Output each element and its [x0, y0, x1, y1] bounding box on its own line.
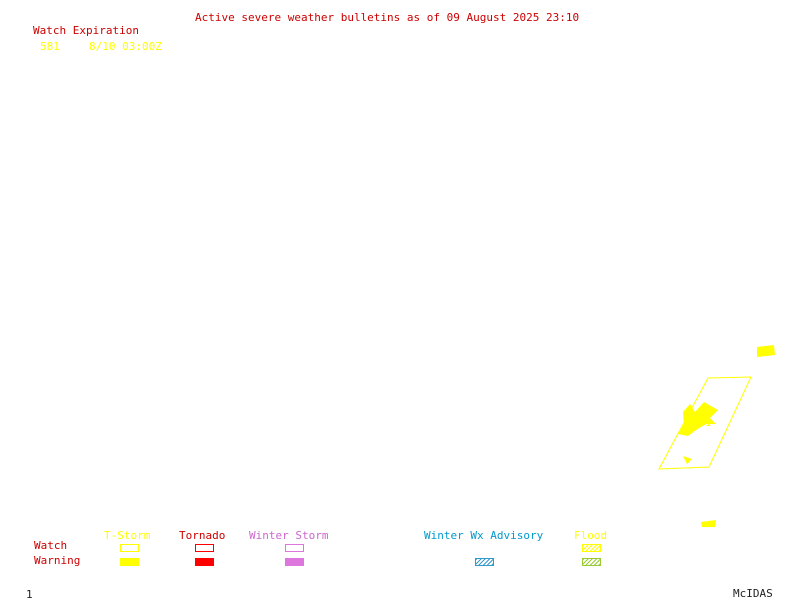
- legend-flood-label: Flood: [574, 529, 608, 542]
- watch-expiration-time: 8/10 03:00Z: [89, 40, 162, 53]
- tstorm-watch-polygon-581: [658, 376, 752, 470]
- legend-tornado-label: Tornado: [179, 529, 226, 542]
- watch-polygon-label: 581: [693, 418, 712, 429]
- legend-winter-advisory-warning-swatch: [475, 558, 494, 566]
- watch-expiration-heading: Watch Expiration: [33, 24, 139, 37]
- watch-id: 581: [40, 40, 60, 53]
- legend-winter-storm-label: Winter Storm: [249, 529, 329, 542]
- tstorm-warning-area: [678, 402, 718, 436]
- legend-tstorm-watch-swatch: [120, 544, 139, 552]
- legend-flood-warning-swatch: [582, 558, 601, 566]
- tstorm-warning-area: [701, 520, 716, 527]
- legend-flood-watch-swatch: [582, 544, 601, 552]
- tstorm-warning-area: [683, 456, 692, 464]
- legend-winter-advisory-label: Winter Wx Advisory: [424, 529, 544, 542]
- frame-number: 1: [26, 588, 33, 600]
- legend-tornado-watch-swatch: [195, 544, 214, 552]
- legend-watch-label: Watch: [34, 539, 68, 552]
- bulletin-title: Active severe weather bulletins as of 09…: [195, 11, 580, 24]
- tstorm-warning-area: [757, 345, 775, 357]
- legend-tstorm-label: T-Storm: [104, 529, 151, 542]
- legend-winter-storm-watch-swatch: [285, 544, 304, 552]
- legend-warning-label: Warning: [34, 554, 81, 567]
- legend-tstorm-warning-swatch: [120, 558, 139, 566]
- mcidas-brand: McIDAS: [733, 587, 773, 600]
- legend-winter-storm-warning-swatch: [285, 558, 304, 566]
- legend-tornado-warning-swatch: [195, 558, 214, 566]
